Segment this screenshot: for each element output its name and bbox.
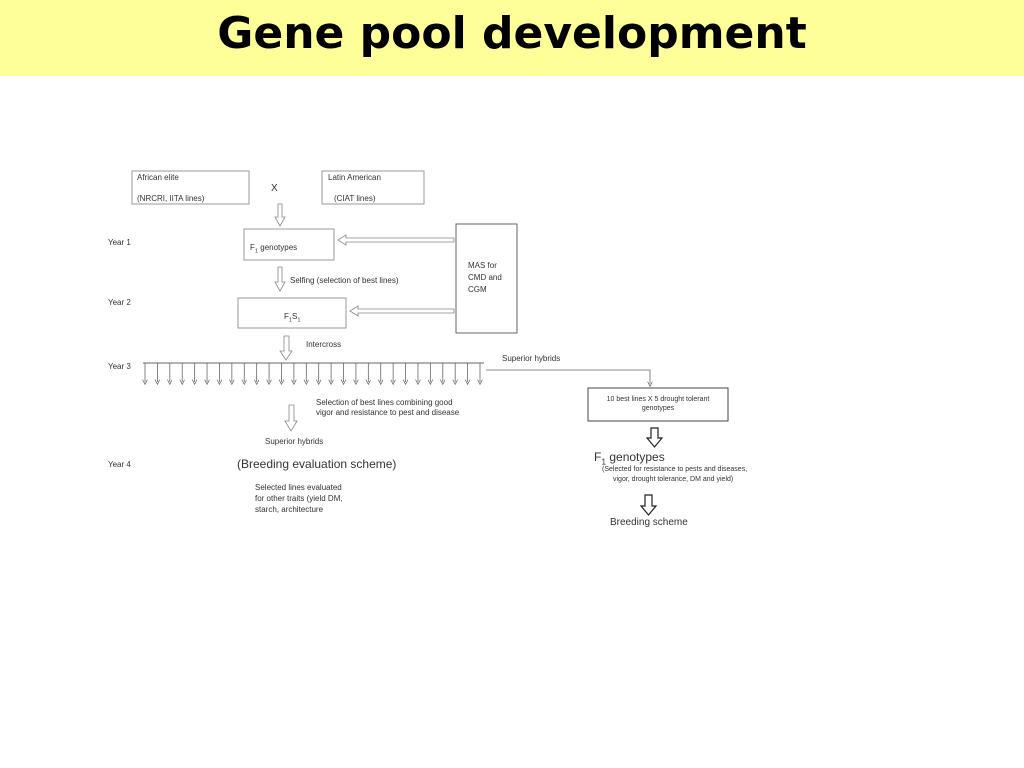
latin-american-box xyxy=(321,170,425,205)
down-arrow-intercross xyxy=(279,335,293,361)
cross-symbol: X xyxy=(271,183,278,194)
down-arrow-to-f1-right xyxy=(645,427,664,448)
best-lines-line-2: genotypes xyxy=(641,405,675,412)
best-lines-box xyxy=(587,387,729,422)
f1-note-line-2: vigor, drought tolerance, DM and yield) xyxy=(613,476,734,483)
selected-lines-line-1: Selected lines evaluated xyxy=(255,483,342,492)
intercross-arrows xyxy=(145,363,480,382)
african-elite-box xyxy=(131,170,250,205)
year-3-label: Year 3 xyxy=(108,362,131,371)
left-arrow-mas-to-f1s1 xyxy=(349,305,455,317)
superior-hybrids-right-label: Superior hybrids xyxy=(502,354,561,363)
best-lines-line-1: 10 best lines X 5 drought tolerant xyxy=(606,396,710,403)
superior-hybrids-left-label: Superior hybrids xyxy=(265,437,324,446)
f1s1-box xyxy=(237,297,347,329)
intercross-label: Intercross xyxy=(306,340,342,349)
year-4-label: Year 4 xyxy=(108,460,131,469)
african-elite-title: African elite xyxy=(137,173,179,182)
year-1-label: Year 1 xyxy=(108,238,131,247)
f1-genotypes-box xyxy=(243,228,335,261)
f1s1-label: F1S1 xyxy=(284,312,301,324)
selected-lines-line-2: for other traits (yield DM, xyxy=(255,494,343,503)
selection-line-2: vigor and resistance to pest and disease xyxy=(316,408,460,417)
year-2-label: Year 2 xyxy=(108,298,131,307)
down-arrow-cross xyxy=(274,203,286,227)
left-arrow-mas-to-f1 xyxy=(337,234,455,246)
mas-line-2: CMD and xyxy=(468,273,502,282)
mas-line-3: CGM xyxy=(468,285,487,294)
breeding-evaluation-label: (Breeding evaluation scheme) xyxy=(237,457,397,471)
superior-hybrids-connector xyxy=(486,369,650,384)
f1-note-line-1: (Selected for resistance to pests and di… xyxy=(602,466,748,473)
selection-line-1: Selection of best lines combining good xyxy=(316,398,453,407)
page-title: Gene pool development xyxy=(217,8,807,59)
mas-line-1: MAS for xyxy=(468,261,497,270)
title-bar xyxy=(0,0,1024,76)
breeding-scheme-label: Breeding scheme xyxy=(610,517,688,528)
selected-lines-line-3: starch, architecture xyxy=(255,505,324,514)
down-arrow-selection xyxy=(284,404,298,432)
f1-genotypes-label: F1 genotypes xyxy=(250,243,298,255)
down-arrow-selfing xyxy=(274,266,286,292)
latin-american-lines: (CIAT lines) xyxy=(334,194,376,203)
african-elite-lines: (NRCRI, IITA lines) xyxy=(137,194,205,203)
down-arrow-to-breeding-scheme xyxy=(639,494,658,516)
selfing-label: Selfing (selection of best lines) xyxy=(290,276,399,285)
mas-box xyxy=(455,223,518,334)
latin-american-title: Latin American xyxy=(328,173,381,182)
f1-genotypes-right-label: F1 genotypes xyxy=(594,450,665,467)
